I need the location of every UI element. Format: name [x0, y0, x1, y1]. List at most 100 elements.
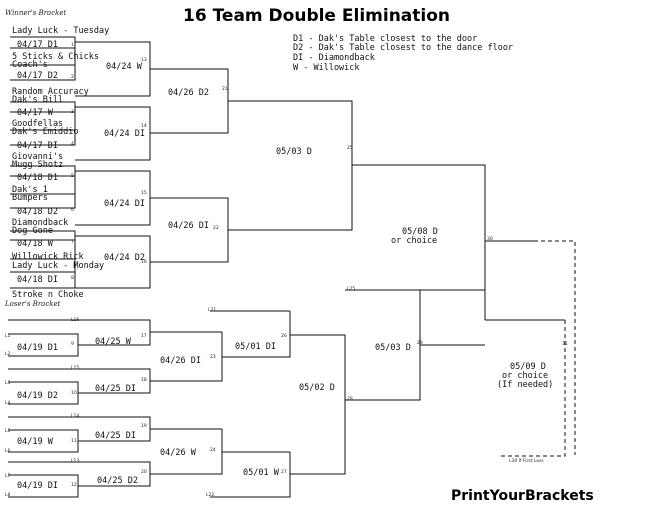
team-name: Lady Luck - Monday: [12, 261, 105, 271]
game-date: 04/17 DI: [17, 141, 58, 151]
game-date: 04/17 D2: [17, 71, 58, 81]
game-number: 20: [141, 470, 147, 475]
game-date: 04/19 D2: [17, 391, 58, 401]
feed-label: L2: [5, 352, 11, 357]
team-name: Bumpers: [12, 193, 48, 203]
legend-line-3: DI - Diamondback: [293, 53, 375, 63]
game-date: 04/24 D2: [104, 253, 145, 263]
team-name: Diamondback: [12, 218, 69, 228]
feed-label: L16: [71, 318, 80, 323]
feed-label: L5: [5, 429, 11, 434]
game-date: 04/18 D1: [17, 173, 58, 183]
game-number: 22: [213, 226, 219, 231]
game-date: 04/25 DI: [95, 384, 136, 394]
game-date: 04/26 DI: [168, 221, 209, 231]
losers-bracket-header: Loser's Bracket: [5, 300, 61, 308]
game-number: 14: [141, 124, 147, 129]
legend-line-1: D1 - Dak's Table closest to the door: [293, 34, 478, 44]
game-number: 8: [71, 276, 74, 281]
game-date: 04/24 DI: [104, 199, 145, 209]
game-date: 05/09 D: [510, 362, 546, 372]
team-name: Coach's: [12, 60, 48, 70]
game-date: 04/17 D1: [17, 40, 58, 50]
game-number: 19: [141, 424, 147, 429]
game-date: 04/26 W: [160, 448, 196, 458]
game-number: 31: [562, 342, 568, 347]
feed-label: L21: [208, 308, 217, 313]
game-date: 04/25 DI: [95, 431, 136, 441]
game-date: 04/19 DI: [17, 481, 58, 491]
game-number: 16: [141, 260, 147, 265]
team-name: Willowick Rick: [12, 252, 84, 262]
game-date: 05/02 D: [299, 383, 335, 393]
game-date: 04/19 W: [17, 437, 53, 447]
game-number: 3: [71, 110, 74, 115]
game-date: 05/01 DI: [235, 342, 276, 352]
team-name: Lady Luck - Tuesday: [12, 26, 110, 36]
legend-line-4: W - Willowick: [293, 63, 360, 73]
game-number: 15: [141, 191, 147, 196]
game-date: (If needed): [497, 380, 554, 390]
game-number: 27: [281, 470, 287, 475]
game-date: 04/18 D2: [17, 207, 58, 217]
printyourbrackets-logo: PrintYourBrackets: [451, 488, 594, 504]
team-name: Dog Gone: [12, 226, 53, 236]
game-number: 24: [210, 448, 216, 453]
legend-line-2: D2 - Dak's Table closest to the dance fl…: [293, 43, 514, 53]
game-date: or choice: [391, 236, 438, 246]
team-name: Dak's Bill: [12, 95, 64, 105]
feed-label: L1: [5, 334, 11, 339]
team-name: Goodfellas: [12, 119, 64, 129]
game-number: 25: [347, 146, 353, 151]
game-date: 05/03 D: [375, 343, 411, 353]
feed-label: L4: [5, 401, 11, 406]
feed-label: L3: [5, 381, 11, 386]
game-number: 12: [71, 483, 77, 488]
feed-label: L22: [206, 493, 215, 498]
feed-label: L8: [5, 493, 11, 498]
game-date: 04/26 D2: [168, 88, 209, 98]
game-number: 1: [71, 43, 74, 48]
game-date: or choice: [502, 371, 549, 381]
game-number: 17: [141, 334, 147, 339]
game-date: 04/18 W: [17, 239, 53, 249]
team-name: Mugg Shotz: [12, 160, 64, 170]
team-name: Giovanni's: [12, 152, 64, 162]
game-number: 7: [71, 240, 74, 245]
game-date: 04/18 DI: [17, 275, 58, 285]
game-number: 5: [71, 174, 74, 179]
game-number: 4: [71, 142, 74, 147]
game-number: 6: [71, 208, 74, 213]
team-name: Stroke n Choke: [12, 290, 84, 300]
game-number: 28: [347, 397, 353, 402]
game-number: 2: [71, 75, 74, 80]
game-number: 30: [487, 237, 493, 242]
feed-label: L14: [71, 414, 80, 419]
game-number: 23: [210, 355, 216, 360]
team-name: 5 Sticks & Chicks: [12, 52, 99, 62]
game-number: 9: [71, 342, 74, 347]
game-date: 04/25 D2: [97, 476, 138, 486]
page-title: 16 Team Double Elimination: [183, 6, 451, 26]
game-date: 04/24 W: [106, 62, 142, 72]
game-date: 05/01 W: [243, 468, 279, 478]
game-date: 05/08 D: [402, 227, 438, 237]
game-number: 26: [281, 334, 287, 339]
team-name: Dak's 1: [12, 185, 48, 195]
game-number: 21: [222, 87, 228, 92]
game-date: 04/17 W: [17, 108, 53, 118]
winners-bracket-header: Winner's Bracket: [5, 9, 67, 17]
team-name: Random Accuracy: [12, 87, 89, 97]
game-number: 29: [417, 341, 423, 346]
feed-label: L6: [5, 449, 11, 454]
feed-label: L15: [71, 366, 80, 371]
game-date: 04/25 W: [95, 337, 131, 347]
game-date: 04/26 DI: [160, 356, 201, 366]
feed-label: L25: [347, 287, 356, 292]
game-number: 11: [71, 439, 77, 444]
game-date: 05/03 D: [276, 147, 312, 157]
game-date: 04/19 D1: [17, 343, 58, 353]
team-name: Dak's Emiddio: [12, 127, 79, 137]
game-number: 10: [71, 391, 77, 396]
